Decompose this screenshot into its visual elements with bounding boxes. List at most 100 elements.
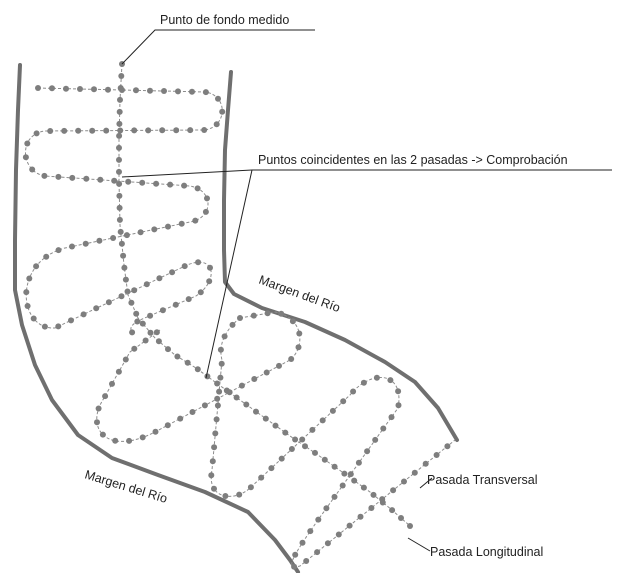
transverse-point: [303, 558, 310, 564]
transverse-point: [30, 315, 37, 322]
longitudinal-point: [116, 216, 123, 223]
transverse-point: [82, 240, 89, 247]
transverse-point: [122, 356, 129, 363]
transverse-point: [94, 419, 100, 426]
longitudinal-point: [243, 401, 250, 408]
transverse-point: [24, 140, 31, 147]
transverse-point: [145, 127, 152, 134]
leader-longitudinal: [407, 537, 431, 552]
transverse-point: [194, 185, 201, 192]
transverse-point: [329, 407, 336, 414]
longitudinal-point: [321, 456, 328, 463]
transverse-point: [208, 472, 215, 479]
transverse-point: [395, 388, 402, 395]
transverse-point: [110, 235, 117, 241]
transverse-point: [213, 121, 220, 128]
transverse-point: [264, 310, 271, 317]
transverse-point: [129, 329, 136, 336]
longitudinal-point: [116, 156, 122, 163]
transverse-point: [207, 264, 213, 271]
transverse-point: [83, 175, 90, 182]
transverse-point: [22, 154, 29, 161]
transverse-point: [291, 563, 298, 570]
transverse-point: [292, 551, 299, 558]
transverse-point: [395, 402, 402, 409]
transverse-point: [134, 318, 141, 325]
transverse-point: [309, 426, 316, 433]
longitudinal-point: [116, 108, 123, 115]
transverse-point: [29, 166, 36, 173]
transverse-point: [115, 368, 122, 375]
transverse-point: [24, 303, 31, 309]
transverse-point: [278, 310, 285, 317]
transverse-point: [159, 307, 166, 314]
label-coincidentes: Puntos coincidentes en las 2 pasadas -> …: [258, 153, 568, 167]
transverse-point: [137, 229, 144, 236]
transverse-point: [156, 275, 163, 282]
transverse-point: [215, 95, 221, 102]
transverse-point: [143, 281, 150, 288]
transverse-point: [126, 437, 133, 444]
transverse-point: [346, 522, 353, 529]
transverse-point: [296, 330, 303, 337]
transverse-point: [217, 374, 224, 381]
transverse-point: [211, 444, 218, 451]
transverse-point: [387, 377, 394, 384]
label-pasada-transversal: Pasada Transversal: [427, 473, 537, 487]
transverse-point: [340, 398, 347, 405]
transverse-point: [319, 417, 326, 424]
longitudinal-pass-track: [118, 63, 411, 527]
longitudinal-point: [407, 523, 413, 529]
transverse-point: [111, 177, 118, 184]
transverse-point: [89, 127, 96, 134]
transverse-point: [324, 540, 331, 547]
transverse-point: [237, 315, 243, 321]
transverse-point: [178, 220, 185, 227]
transverse-point: [177, 415, 184, 422]
transverse-point: [49, 85, 55, 92]
transverse-point: [63, 85, 69, 92]
longitudinal-point: [292, 436, 299, 443]
longitudinal-point: [117, 96, 123, 103]
transverse-point: [278, 455, 285, 462]
longitudinal-point: [147, 329, 154, 336]
transverse-point: [206, 278, 213, 285]
transverse-point: [103, 127, 110, 134]
longitudinal-point: [121, 264, 128, 271]
longitudinal-point: [174, 353, 181, 360]
transverse-point: [131, 287, 138, 294]
transverse-point: [112, 437, 119, 444]
transverse-point: [75, 127, 82, 134]
transverse-point: [119, 87, 125, 93]
transverse-point: [195, 259, 202, 266]
transverse-point: [142, 337, 149, 344]
transverse-point: [276, 362, 282, 369]
transverse-point: [372, 436, 379, 443]
transverse-pass-points: [22, 85, 451, 570]
transverse-point: [153, 180, 160, 187]
label-punto-fondo: Punto de fondo medido: [160, 13, 289, 27]
transverse-point: [204, 195, 210, 202]
transverse-point: [268, 465, 275, 472]
transverse-point: [117, 127, 124, 134]
transverse-point: [209, 458, 216, 465]
longitudinal-point: [331, 463, 338, 470]
transverse-point: [347, 471, 354, 478]
transverse-point: [147, 87, 153, 94]
transverse-point: [315, 516, 322, 523]
transverse-point: [226, 389, 233, 396]
leader-punto-fondo: [121, 29, 315, 65]
transverse-point: [161, 88, 167, 94]
label-pasada-longitudinal: Pasada Longitudinal: [430, 545, 543, 559]
longitudinal-point: [389, 507, 396, 514]
river-bank-right: [222, 70, 459, 442]
transverse-point: [35, 85, 41, 91]
transverse-point: [159, 127, 166, 134]
transverse-point: [55, 173, 62, 180]
river-bank-left: [13, 63, 300, 573]
transverse-point: [95, 405, 102, 412]
longitudinal-point: [351, 477, 358, 484]
transverse-point: [197, 289, 204, 296]
transverse-point: [139, 434, 146, 441]
longitudinal-pass-points: [116, 61, 413, 529]
